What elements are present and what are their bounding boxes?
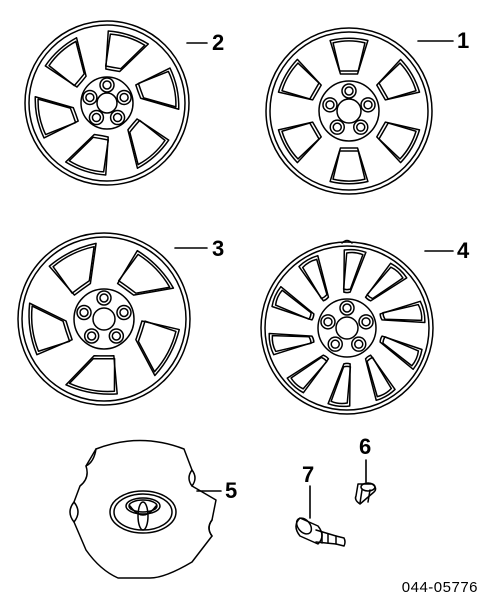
wheel-4-drawing	[260, 239, 434, 415]
callout-5: 5	[225, 478, 238, 503]
wheel-3-drawing	[17, 232, 191, 406]
valve-stem-drawing	[295, 517, 346, 547]
wheel-1-drawing	[265, 27, 433, 195]
callout-4: 4	[457, 238, 470, 263]
valve-cap-drawing	[354, 482, 377, 505]
leader-lines	[174, 40, 454, 519]
reference-code: 044-05776	[401, 579, 478, 596]
callout-2: 2	[212, 30, 225, 55]
wheel-2-drawing	[24, 20, 190, 186]
callout-6: 6	[359, 434, 372, 459]
callout-1: 1	[457, 28, 470, 53]
callout-7: 7	[302, 462, 315, 487]
center-cap-drawing	[69, 439, 217, 579]
callout-3: 3	[212, 236, 225, 261]
